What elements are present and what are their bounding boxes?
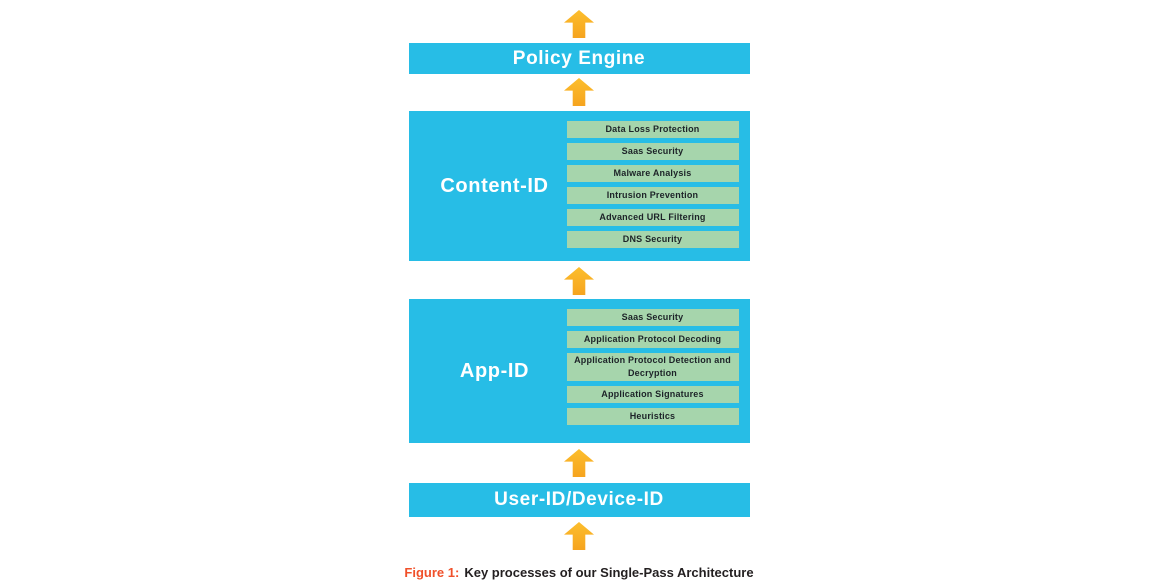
up-arrow-icon	[564, 78, 594, 106]
process-item: Saas Security	[566, 143, 739, 160]
process-item: Malware Analysis	[566, 165, 739, 182]
up-arrow-icon	[564, 449, 594, 477]
process-item: Heuristics	[566, 408, 739, 426]
process-item: Saas Security	[566, 309, 739, 326]
up-arrow-icon	[564, 10, 594, 38]
app-id-label: App-ID	[459, 359, 530, 382]
up-arrow-icon	[564, 267, 594, 295]
process-item: Advanced URL Filtering	[566, 209, 739, 226]
process-item: Application Protocol Decoding	[566, 331, 739, 348]
user-id-device-id-bar: User-ID/Device-ID	[408, 483, 750, 517]
process-item: Application Signatures	[566, 386, 739, 404]
process-item: Intrusion Prevention	[566, 187, 739, 204]
process-item: DNS Security	[566, 231, 739, 248]
user-id-device-id-label: User-ID/Device-ID	[494, 489, 664, 510]
process-item: Data Loss Protection	[566, 121, 739, 138]
content-id-label: Content-ID	[440, 174, 549, 197]
policy-engine-bar: Policy Engine	[408, 43, 750, 74]
figure-caption: Figure 1: Key processes of our Single-Pas…	[404, 565, 753, 580]
up-arrow-icon	[564, 522, 594, 550]
policy-engine-label: Policy Engine	[512, 47, 646, 69]
process-item: Application Protocol Detection and Decry…	[566, 353, 739, 382]
single-pass-architecture-diagram: Policy Engine Content-ID Data Loss Prote…	[408, 0, 750, 550]
figure-caption-text: Key processes of our Single-Pass Archite…	[464, 565, 754, 580]
figure-caption-prefix: Figure 1:	[404, 565, 460, 580]
